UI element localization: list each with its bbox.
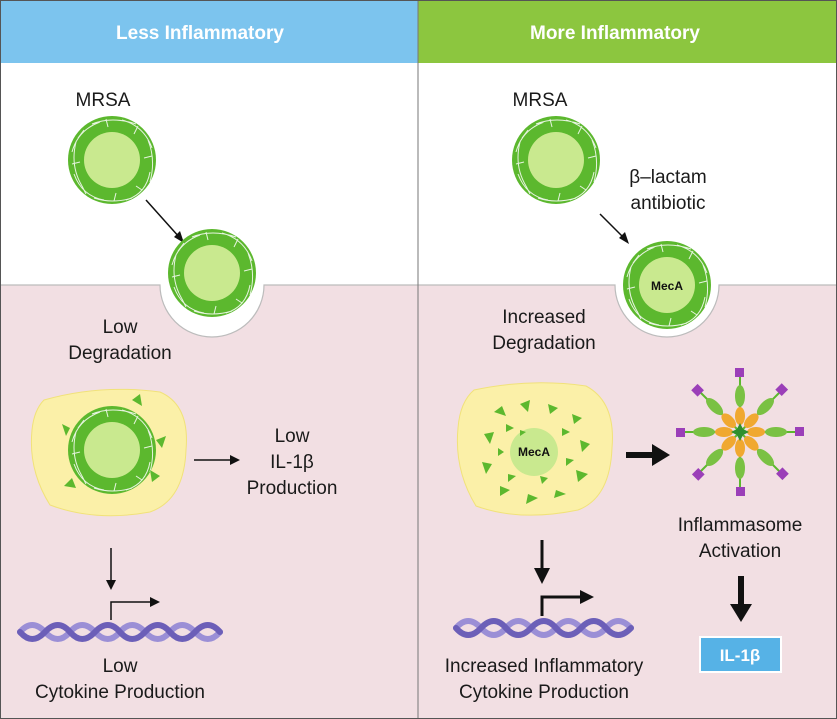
left-il1b-line1: Low [275, 426, 310, 447]
header-right [418, 1, 836, 63]
right-meca-cell-label: MecA [518, 445, 550, 459]
right-promoter-arrow [540, 595, 582, 616]
right-inflammasome-arrowhead [652, 444, 670, 466]
left-cytokine-line2: Cytokine Production [35, 682, 205, 703]
right-inflammasome-line2: Activation [699, 541, 781, 562]
right-down-arrowhead [534, 568, 550, 584]
left-il1b-line2: IL-1β [270, 452, 314, 473]
right-antibiotic-line1: β–lactam [629, 167, 706, 188]
right-promoter-arrowhead [580, 590, 594, 604]
right-antibiotic-line2: antibiotic [631, 193, 706, 214]
right-uptake-arrow [599, 213, 625, 239]
left-il1b-line3: Production [247, 478, 338, 499]
left-il1b-arrowhead [230, 455, 240, 465]
right-degradation-line1: Increased [502, 307, 585, 328]
right-inflammasome-line1: Inflammasome [678, 515, 803, 536]
header-left [1, 1, 418, 63]
membrane-line [1, 284, 836, 338]
right-degraded-core [510, 428, 558, 476]
left-uptake-arrowhead [174, 231, 184, 243]
left-promoter-arrowhead [150, 597, 160, 607]
left-uptake-arrow [145, 199, 181, 239]
right-dna-icon [453, 618, 634, 638]
left-dna-icon [17, 622, 223, 642]
left-internalized-bacterium [167, 228, 257, 318]
left-degradation-line2: Degradation [68, 343, 172, 364]
left-promoter-arrow [110, 601, 152, 620]
right-fragments [482, 400, 590, 504]
inflammasome-icon [676, 368, 804, 496]
right-il1b-arrowhead [730, 604, 752, 622]
il1b-box-label: IL-1β [720, 646, 761, 665]
left-mrsa-label: MRSA [76, 90, 131, 111]
left-cytokine-line1: Low [103, 656, 138, 677]
right-mrsa-bacterium [511, 115, 601, 205]
il1b-box [699, 636, 782, 673]
right-mrsa-label: MRSA [513, 90, 568, 111]
right-meca-label: MecA [651, 279, 683, 293]
header-left-title: Less Inflammatory [116, 23, 284, 44]
left-down-arrowhead [106, 580, 116, 590]
left-phagosome-bacterium [67, 405, 157, 495]
header-right-title: More Inflammatory [530, 23, 700, 44]
left-fragments [62, 394, 166, 488]
right-degradation-line2: Degradation [492, 333, 596, 354]
right-cytokine-line2: Cytokine Production [459, 682, 629, 703]
right-uptake-arrowhead [619, 232, 629, 244]
right-cytokine-line1: Increased Inflammatory [445, 656, 644, 677]
left-degradation-line1: Low [103, 317, 138, 338]
left-mrsa-bacterium [67, 115, 157, 205]
